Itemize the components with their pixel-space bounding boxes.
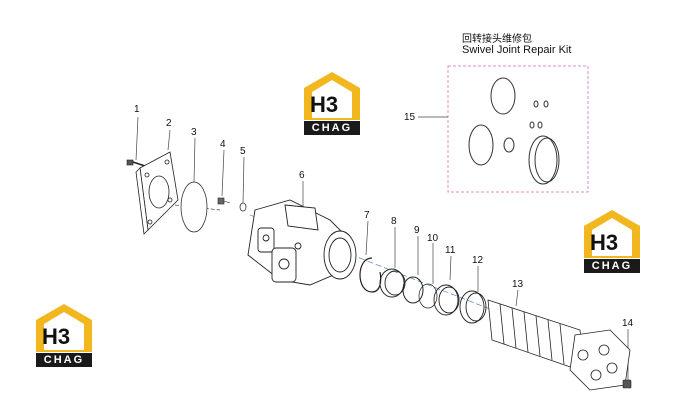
logo-roof-icon: [304, 72, 360, 120]
callout-8: 8: [391, 216, 397, 227]
part-9-o-ring: [402, 276, 424, 304]
logo-text: CHAG: [36, 353, 92, 367]
logo-roof-icon: [36, 304, 92, 352]
logo-text: CHAG: [304, 121, 360, 135]
callout-10: 10: [427, 233, 439, 244]
part-3-gasket: [180, 181, 208, 233]
brand-logo: H3 CHAG: [300, 70, 364, 138]
callout-2: 2: [166, 118, 172, 129]
callout-12: 12: [472, 255, 484, 266]
callout-9: 9: [414, 225, 420, 236]
part-13-rotor-shaft: [487, 299, 631, 391]
kit-title-english: Swivel Joint Repair Kit: [462, 44, 572, 56]
callout-7: 7: [364, 210, 370, 221]
part-10-ring: [418, 283, 438, 309]
part-8-seal: [379, 268, 406, 298]
logo-text: CHAG: [584, 259, 640, 273]
part-7-snap-ring: [359, 257, 382, 293]
callout-13: 13: [512, 279, 524, 290]
part-2-flange-plate: [135, 151, 179, 235]
callout-3: 3: [191, 127, 197, 138]
part-14-plug: [622, 379, 632, 389]
brand-logo: H3 CHAG: [580, 208, 644, 276]
kit-title-chinese: 回转接头维修包: [462, 34, 532, 45]
callout-1: 1: [134, 104, 140, 115]
callout-14: 14: [622, 318, 634, 329]
part-12-seal: [459, 290, 487, 324]
logo-roof-icon: [584, 210, 640, 258]
callout-labels: 1 2 3 4 5 6 7 8 9 10 11 12 13 14 15: [134, 104, 634, 329]
repair-kit-box: [447, 65, 589, 193]
brand-logo: H3 CHAG: [32, 302, 96, 370]
callout-4: 4: [220, 139, 226, 150]
callout-15: 15: [404, 112, 416, 123]
repair-kit-contents: [468, 77, 560, 185]
logo-mark: H3: [590, 230, 619, 255]
logo-mark: H3: [42, 324, 71, 349]
logo-mark: H3: [310, 92, 339, 117]
part-1-bolt: [126, 159, 146, 167]
part-4-plug: [217, 197, 231, 205]
part-11-seal: [433, 284, 460, 316]
part-6-housing: [247, 199, 357, 286]
callout-11: 11: [445, 245, 456, 256]
part-5-o-ring: [239, 202, 247, 212]
callout-6: 6: [299, 170, 305, 181]
callout-5: 5: [240, 146, 246, 157]
